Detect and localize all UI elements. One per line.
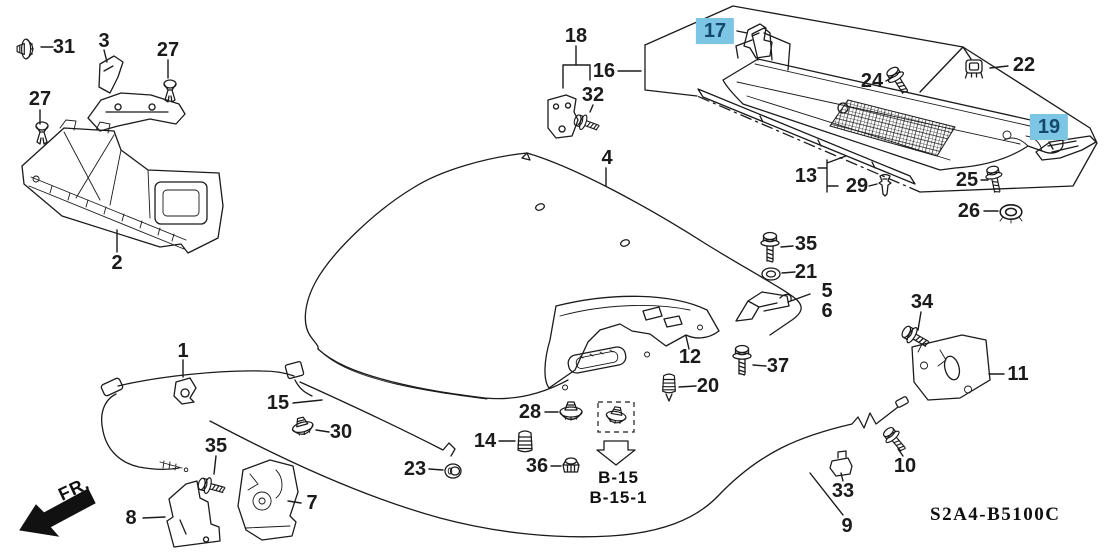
- part-label-3[interactable]: 3: [98, 30, 110, 52]
- part-label-11[interactable]: 11: [1007, 363, 1029, 385]
- grommet-21-icon: [761, 267, 781, 281]
- part-label-4[interactable]: 4: [601, 147, 613, 169]
- part-label-27-2[interactable]: 27: [28, 88, 52, 110]
- clip-29-icon: [878, 173, 892, 197]
- part-label-34[interactable]: 34: [910, 291, 934, 313]
- part-label-26[interactable]: 26: [957, 200, 981, 222]
- part-label-31[interactable]: 31: [52, 36, 76, 58]
- part-label-16[interactable]: 16: [592, 60, 616, 82]
- diagram-code: S2A4-B5100C: [930, 504, 1061, 525]
- cowl-drawing: [547, 5, 1098, 224]
- part-label-28[interactable]: 28: [518, 401, 542, 423]
- seal-13-icon: [697, 88, 916, 185]
- bolt-34-icon: [898, 322, 933, 353]
- clamp-33-icon: [829, 450, 853, 477]
- cable-15-connector: [284, 361, 305, 380]
- part-label-33[interactable]: 33: [831, 480, 855, 502]
- part-label-32[interactable]: 32: [581, 84, 605, 106]
- leader-lines: [39, 30, 1054, 519]
- down-arrow-icon: [596, 440, 636, 466]
- cowl-mesh: [829, 99, 956, 157]
- part-label-29[interactable]: 29: [845, 175, 869, 197]
- clip-1-icon: [173, 377, 197, 405]
- part-label-14[interactable]: 14: [473, 430, 497, 452]
- part-label-5[interactable]: 5: [821, 280, 833, 302]
- hinge-drawing: [662, 231, 792, 402]
- part-label-30[interactable]: 30: [329, 421, 353, 443]
- part-label-24[interactable]: 24: [860, 70, 884, 92]
- part-label-20[interactable]: 20: [696, 375, 720, 397]
- reference-note-line1[interactable]: B-15: [598, 468, 639, 487]
- bracket-17-icon: [743, 23, 773, 59]
- part-label-12[interactable]: 12: [678, 346, 702, 368]
- clip-27-icon: [163, 79, 177, 103]
- part-label-15[interactable]: 15: [266, 392, 290, 414]
- bracket-19-icon: [1035, 135, 1097, 161]
- part-label-8[interactable]: 8: [125, 507, 137, 529]
- part-label-7[interactable]: 7: [306, 492, 318, 514]
- hood-insulator-drawing: [544, 295, 720, 391]
- part-label-6[interactable]: 6: [821, 300, 833, 322]
- part-label-37[interactable]: 37: [766, 355, 790, 377]
- bolt-35-icon: [760, 231, 780, 263]
- part-label-2[interactable]: 2: [111, 252, 123, 274]
- latch-right-drawing: [209, 322, 991, 538]
- cable-9-icon: [209, 406, 899, 538]
- part-label-17[interactable]: 17: [695, 18, 735, 44]
- part-label-9[interactable]: 9: [841, 515, 853, 537]
- grommet-14-icon: [517, 430, 533, 453]
- reference-note-line2[interactable]: B-15-1: [589, 487, 648, 507]
- clip-27-icon: [35, 121, 49, 145]
- clip-31-icon: [16, 38, 34, 60]
- bulkhead-2-outline: [21, 127, 224, 254]
- part-label-35-2[interactable]: 35: [204, 435, 228, 457]
- grommet-22-icon: [964, 59, 984, 79]
- center-fasteners-drawing: [517, 401, 636, 473]
- grommet-23-icon: [444, 463, 462, 479]
- part-label-18[interactable]: 18: [564, 25, 588, 47]
- bracket-18-icon: [547, 94, 579, 139]
- part-label-35[interactable]: 35: [794, 233, 818, 255]
- clip-20-icon: [662, 373, 676, 394]
- bolt-35b-icon: [195, 474, 227, 499]
- reference-note: B-15 B-15-1: [561, 468, 676, 507]
- clip-30-icon: [289, 414, 316, 438]
- service-clip-icon: [604, 404, 629, 426]
- plate-3-icon: [87, 92, 186, 132]
- bolt-37-icon: [732, 344, 752, 376]
- bolt-10-icon: [879, 423, 911, 456]
- latch-11-icon: [911, 334, 991, 401]
- bracket-3-icon: [98, 55, 124, 94]
- part-label-27[interactable]: 27: [156, 39, 180, 61]
- fr-arrow: FR.: [19, 473, 96, 537]
- part-label-13[interactable]: 13: [794, 165, 818, 187]
- part-label-1[interactable]: 1: [177, 340, 189, 362]
- service-clip-box: [597, 401, 635, 433]
- front-bulkhead-drawing: [16, 38, 224, 254]
- part-label-10[interactable]: 10: [893, 455, 917, 477]
- cable-15-grip: [100, 377, 124, 397]
- release-cable-drawing: [100, 361, 462, 548]
- bracket-8-icon: [166, 480, 221, 548]
- part-label-22[interactable]: 22: [1012, 54, 1036, 76]
- hood-drawing: [304, 152, 802, 400]
- part-label-21[interactable]: 21: [794, 261, 818, 283]
- part-label-19[interactable]: 19: [1029, 114, 1069, 140]
- clip-28-icon: [559, 401, 583, 421]
- latch-7-icon: [237, 459, 299, 541]
- part-label-25[interactable]: 25: [955, 169, 979, 191]
- part-label-23[interactable]: 23: [403, 458, 427, 480]
- part-label-36[interactable]: 36: [525, 455, 549, 477]
